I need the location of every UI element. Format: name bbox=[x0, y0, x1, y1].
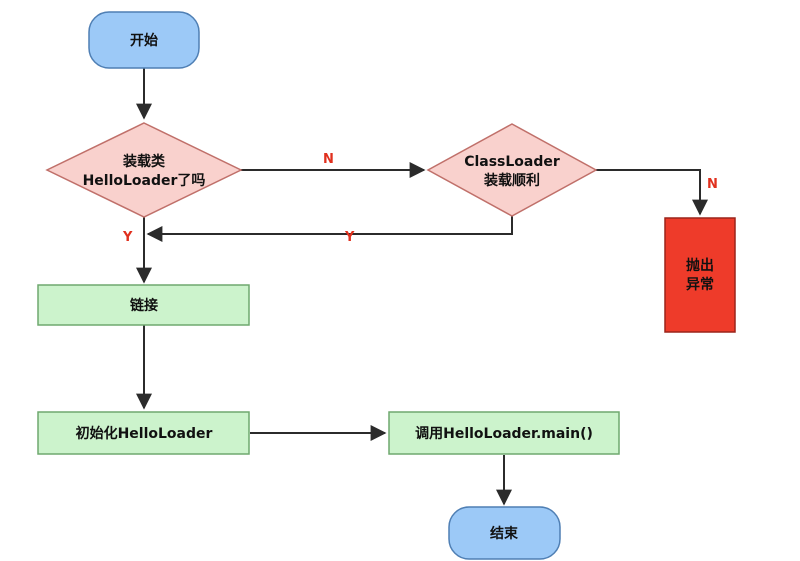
decision-check-loaded: 装载类 HelloLoader了吗 bbox=[45, 122, 243, 218]
start-label: 开始 bbox=[130, 32, 158, 49]
link-node: 链接 bbox=[37, 284, 250, 326]
check-loaded-line1: 装载类 bbox=[122, 153, 166, 170]
call-main-label: 调用HelloLoader.main() bbox=[415, 426, 593, 442]
decision-classloader: ClassLoader 装载顺利 bbox=[426, 123, 598, 217]
throw-line1: 抛出 bbox=[686, 257, 714, 274]
label-y-classloader: Y bbox=[344, 230, 355, 245]
label-n-check: N bbox=[323, 152, 334, 167]
link-label: 链接 bbox=[130, 297, 158, 314]
edge-classloader-to-link-y bbox=[146, 216, 513, 242]
classloader-line2: 装载顺利 bbox=[483, 172, 540, 189]
start-node: 开始 bbox=[88, 11, 200, 69]
throw-line2: 异常 bbox=[686, 276, 714, 293]
label-n-throw: N bbox=[707, 177, 718, 192]
call-main-node: 调用HelloLoader.main() bbox=[388, 411, 620, 455]
classloader-line1: ClassLoader bbox=[464, 154, 560, 170]
end-label: 结束 bbox=[490, 525, 519, 542]
throw-exception-node: 抛出 异常 bbox=[664, 217, 736, 333]
edge-classloader-to-throw bbox=[596, 169, 708, 216]
check-loaded-line2: HelloLoader了吗 bbox=[83, 173, 206, 189]
init-node: 初始化HelloLoader bbox=[37, 411, 250, 455]
label-y-check: Y bbox=[122, 230, 133, 245]
init-label: 初始化HelloLoader bbox=[76, 425, 213, 442]
end-node: 结束 bbox=[448, 506, 561, 560]
